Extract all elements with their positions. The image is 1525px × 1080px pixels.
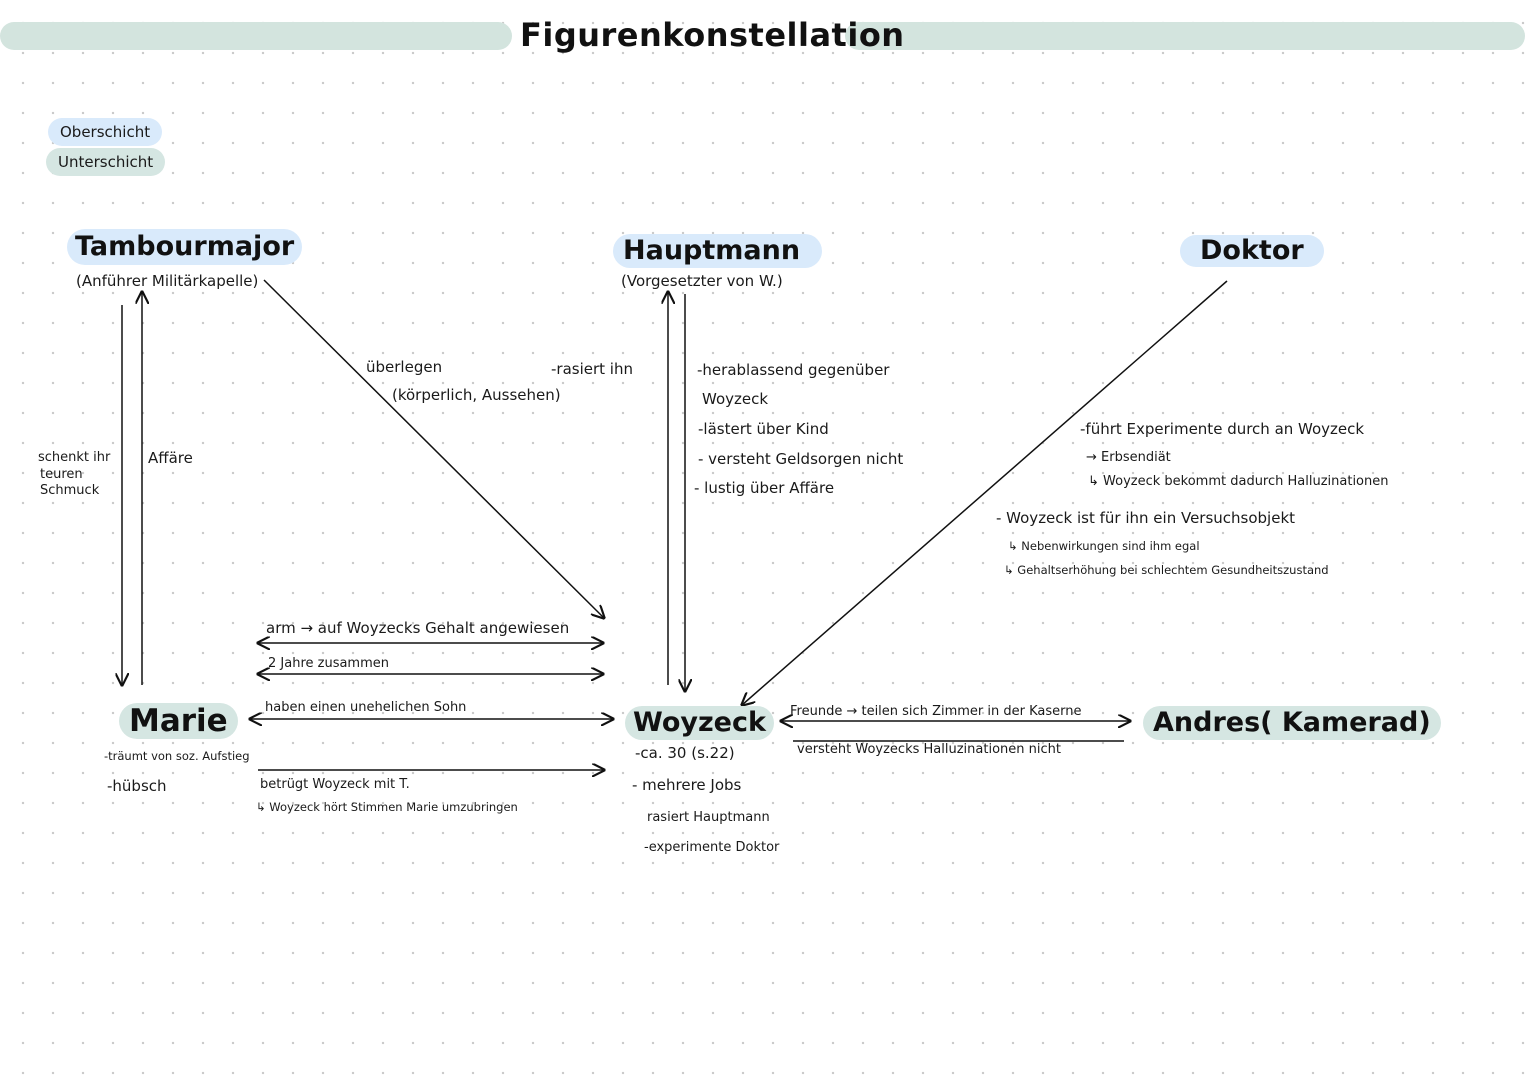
doktor-note-6: ↳ Gehaltserhöhung bei schlechtem Gesundh… (1004, 563, 1329, 577)
tambourmajor-role: (Anführer Militärkapelle) (76, 272, 259, 290)
marie-woyzeck-label-4: betrügt Woyzeck mit T. (260, 777, 410, 792)
hauptmann-note-3: -lästert über Kind (698, 420, 829, 438)
character-doktor: Doktor (1180, 235, 1324, 267)
hauptmann-note-2: Woyzeck (702, 390, 769, 408)
gift-label-1: schenkt ihr (38, 450, 111, 465)
title-bar-right (845, 22, 1525, 50)
doktor-note-4: - Woyzeck ist für ihn ein Versuchsobjekt (996, 509, 1296, 527)
character-woyzeck: Woyzeck (625, 706, 774, 740)
woyzeck-note-3: rasiert Hauptmann (647, 810, 770, 825)
woyzeck-note-4: -experimente Doktor (644, 840, 780, 855)
page-title: Figurenkonstellation (520, 16, 905, 54)
gift-label-3: Schmuck (40, 483, 100, 498)
line-doktor-to-woyzeck (742, 280, 1228, 705)
doktor-note-5: ↳ Nebenwirkungen sind ihm egal (1008, 539, 1200, 553)
character-tambourmajor: Tambourmajor (67, 229, 303, 265)
shaves-label: -rasiert ihn (551, 360, 633, 378)
marie-woyzeck-label-3: haben einen unehelichen Sohn (265, 700, 467, 715)
marie-note-1: -träumt von soz. Aufstieg (104, 749, 250, 763)
gift-label-2: teuren (40, 467, 83, 482)
legend-lower-class: Unterschicht (46, 148, 166, 176)
hauptmann-note-5: - lustig über Affäre (694, 479, 835, 497)
superior-label: überlegen (366, 358, 443, 376)
woyzeck-note-1: -ca. 30 (s.22) (635, 744, 735, 762)
friends-label: Freunde → teilen sich Zimmer in der Kase… (790, 704, 1082, 719)
character-andres: Andres( Kamerad) (1143, 706, 1441, 740)
hauptmann-note-4: - versteht Geldsorgen nicht (698, 450, 904, 468)
marie-woyzeck-label-1: arm → auf Woyzecks Gehalt angewiesen (266, 619, 570, 637)
affair-label: Affäre (148, 449, 193, 467)
hauptmann-role: (Vorgesetzter von W.) (621, 272, 783, 290)
superior-detail-label: (körperlich, Aussehen) (392, 386, 561, 404)
hauptmann-note-1: -herablassend gegenüber (697, 361, 890, 379)
andres-understanding-label: versteht Woyzecks Halluzinationen nicht (797, 742, 1061, 757)
marie-woyzeck-label-2: 2 Jahre zusammen (268, 656, 389, 671)
marie-note-2: -hübsch (107, 777, 167, 795)
character-hauptmann: Hauptmann (613, 234, 823, 268)
legend-upper-class: Oberschicht (48, 118, 163, 146)
line-tambour-to-woyzeck (263, 279, 604, 618)
title-bar-left (0, 22, 512, 50)
marie-woyzeck-label-5: ↳ Woyzeck hört Stimmen Marie umzubringen (256, 800, 518, 814)
doktor-note-1: -führt Experimente durch an Woyzeck (1080, 420, 1365, 438)
character-marie: Marie (119, 703, 238, 739)
doktor-note-3: ↳ Woyzeck bekommt dadurch Halluzinatione… (1088, 474, 1389, 489)
woyzeck-note-2: - mehrere Jobs (632, 776, 742, 794)
doktor-note-2: → Erbsendiät (1086, 450, 1171, 465)
